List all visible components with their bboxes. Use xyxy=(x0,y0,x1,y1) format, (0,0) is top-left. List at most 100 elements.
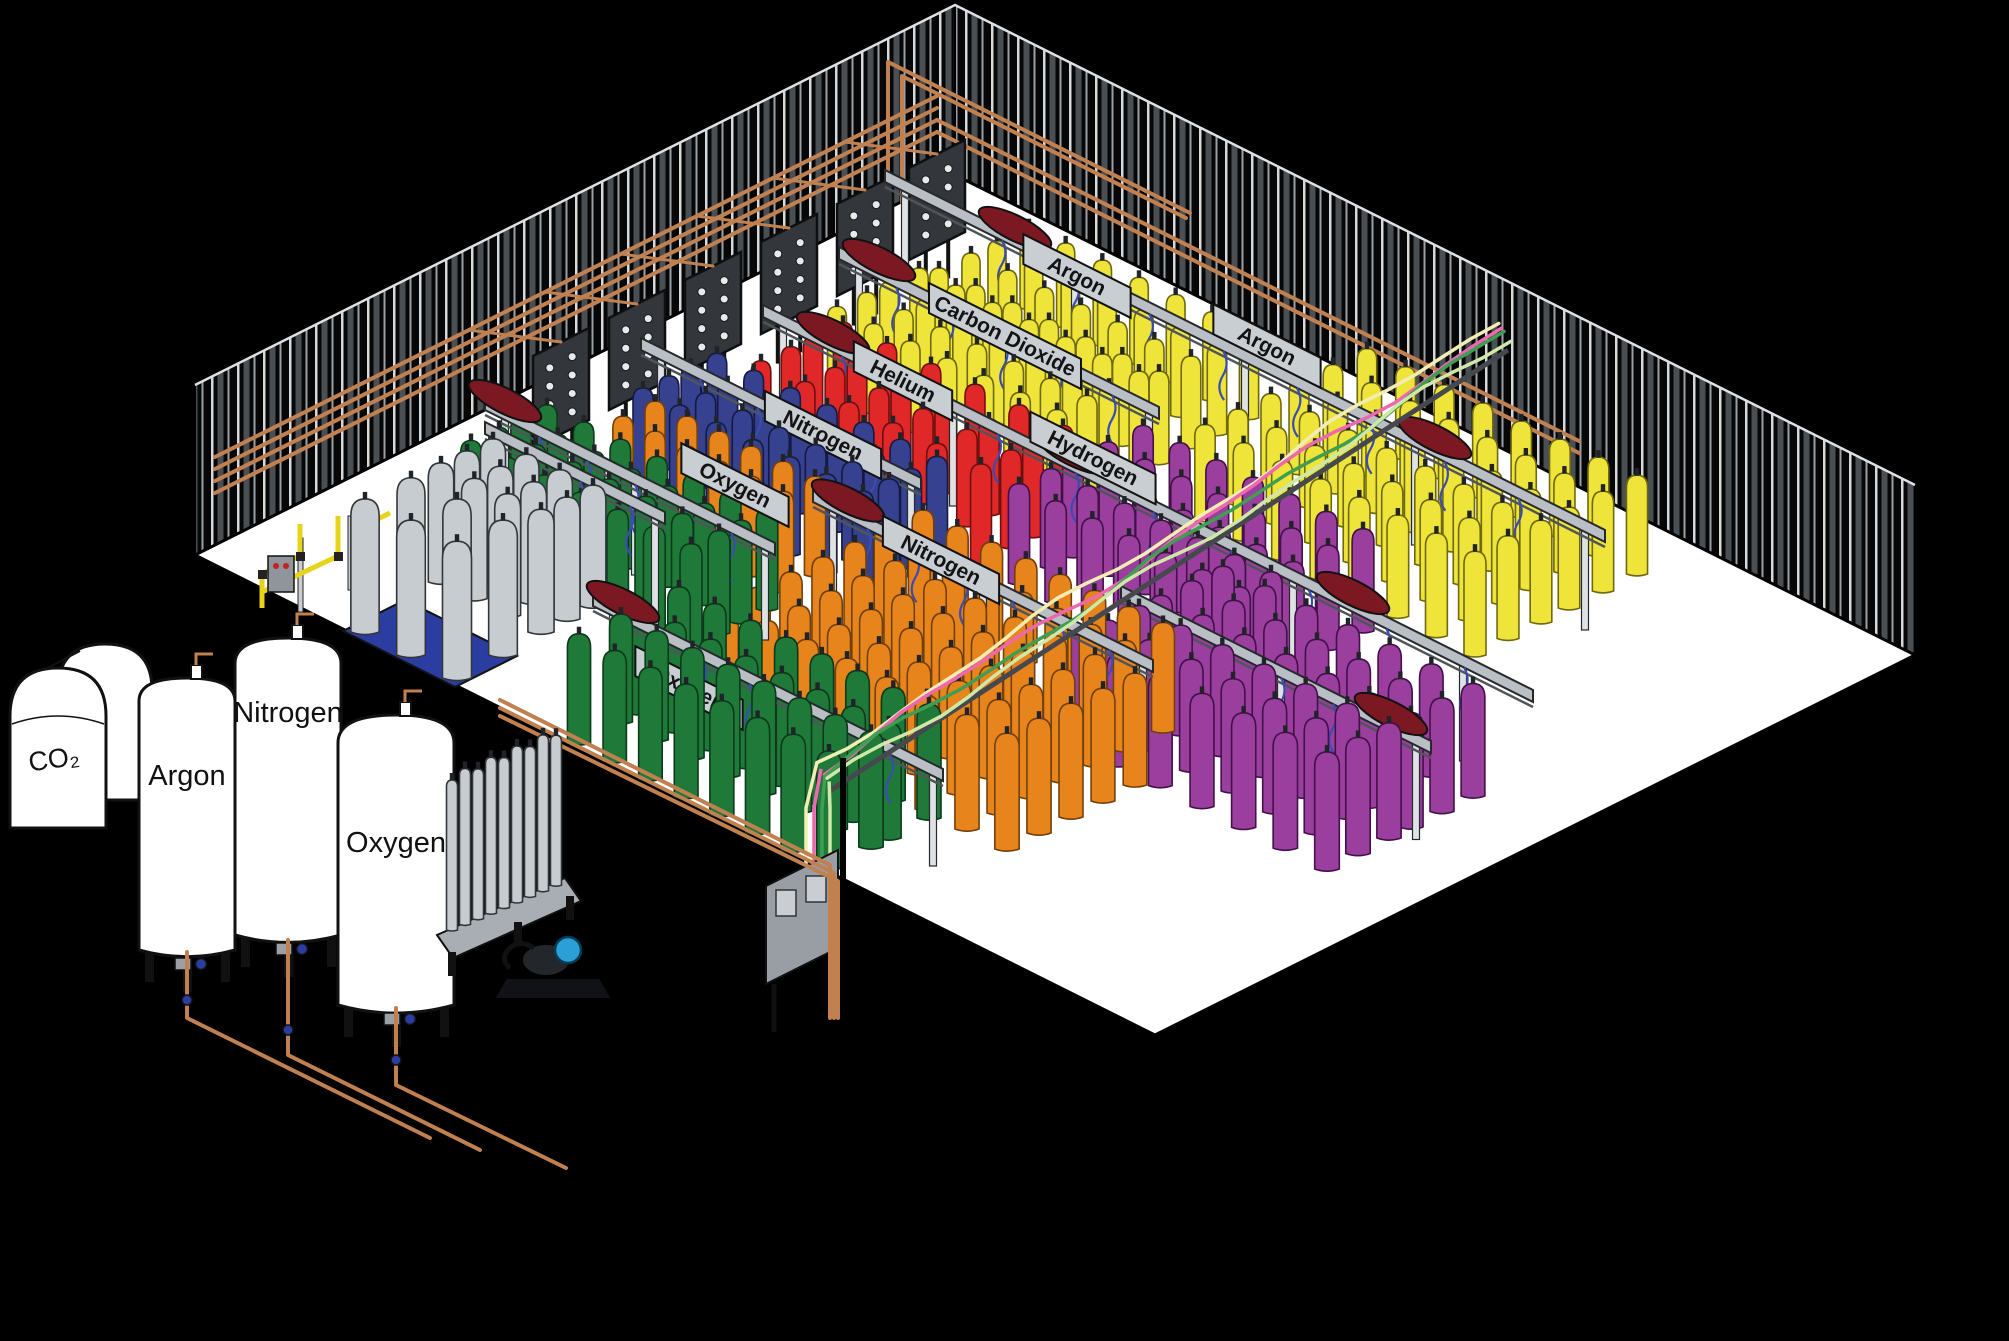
cylinder-valve xyxy=(643,489,648,497)
cylinder-valve xyxy=(1596,450,1601,458)
copper-header xyxy=(935,118,1581,443)
cylinder-valve xyxy=(606,471,612,480)
cylinder-valve xyxy=(1360,521,1366,530)
cylinder-valve xyxy=(1519,413,1524,422)
cylinder-valve xyxy=(1423,458,1428,467)
cylinder-valve xyxy=(1158,513,1164,521)
cylinder-valve xyxy=(802,374,808,382)
cylinder-valve xyxy=(1200,562,1205,571)
gas-cylinder xyxy=(566,632,592,746)
tank-leg xyxy=(327,937,336,967)
cylinder-valve xyxy=(544,397,550,406)
cylinder-valve xyxy=(868,602,874,610)
tank-valve xyxy=(295,942,309,956)
cylinder-valve xyxy=(1004,726,1010,734)
cylinder-valve xyxy=(871,316,876,325)
gas-cylinder xyxy=(487,519,519,659)
panel-indicator-light xyxy=(719,276,729,286)
cylinder-valve xyxy=(680,506,685,514)
station-sign xyxy=(680,441,790,529)
cylinder-valve xyxy=(1261,657,1267,665)
panel-indicator-light xyxy=(871,218,881,228)
gas-cylinder xyxy=(637,666,664,782)
cylinder-valve xyxy=(1345,617,1351,626)
tank-body-front xyxy=(8,666,108,830)
gas-cylinder xyxy=(1529,519,1553,625)
cylinder-valve xyxy=(618,607,624,615)
panel-indicator-light xyxy=(795,293,805,303)
cylinder-valve xyxy=(996,692,1002,700)
cylinder-valve xyxy=(498,459,503,467)
cylinder-valve xyxy=(1398,671,1403,679)
cylinder-valve xyxy=(892,553,898,562)
cylinder-valve xyxy=(570,454,575,463)
pipe-fitting xyxy=(296,552,305,561)
fill-hose xyxy=(884,753,895,804)
panel-indicator-light xyxy=(283,563,289,569)
cylinder-valve xyxy=(1439,690,1445,699)
cylinder-valve xyxy=(1199,686,1205,694)
cylinder-valve xyxy=(1158,588,1164,596)
cylinder-valve xyxy=(1140,418,1146,426)
cylinder-valve xyxy=(1136,270,1142,278)
cylinder-valve xyxy=(472,471,477,479)
copper-drop xyxy=(467,328,563,344)
gas-cylinder xyxy=(1344,736,1372,857)
cylinder-valve xyxy=(815,682,820,690)
copper-pipe xyxy=(295,612,314,625)
cylinder-valve xyxy=(860,568,866,577)
cylinder-valve xyxy=(820,549,826,558)
cylinder-valve xyxy=(1357,489,1362,498)
cylinder-valve xyxy=(978,456,984,465)
cylinder-valve xyxy=(886,471,892,480)
fill-hose xyxy=(1292,387,1302,438)
cylinder-valve xyxy=(968,245,974,254)
gas-cylinder xyxy=(527,508,555,636)
fill-hose xyxy=(1218,350,1228,401)
cylinder-valve xyxy=(454,491,460,500)
cylinder-valve xyxy=(666,368,672,377)
cylinder-valve xyxy=(1303,676,1308,685)
cylinder-valve xyxy=(1274,420,1279,428)
panel-indicator-light xyxy=(273,563,279,569)
cylinder-valve xyxy=(1429,656,1434,665)
panel-indicator-light xyxy=(621,325,631,335)
cylinder-valve xyxy=(1324,744,1330,753)
cylinder-valve xyxy=(1220,559,1226,567)
cylinder-valve xyxy=(468,433,474,442)
cylinder-valve xyxy=(1179,469,1184,477)
cylinder-valve xyxy=(1500,495,1505,503)
cylinder-valve xyxy=(640,380,646,389)
cylinder-valve xyxy=(1307,404,1312,413)
cylinder-valve xyxy=(776,420,782,428)
cylinder-valve xyxy=(851,699,856,707)
cylinder-valve xyxy=(684,439,690,447)
cylinder-valve xyxy=(1480,395,1485,404)
pump-base xyxy=(492,977,614,1000)
gas-cylinder xyxy=(1150,621,1176,734)
horizontal-vessel xyxy=(467,378,543,424)
copper-drop xyxy=(695,214,791,230)
gas-cylinder xyxy=(395,519,427,659)
cylinder-valve xyxy=(719,693,725,702)
cylinder-valve xyxy=(1268,386,1274,395)
cylinder-valve xyxy=(1220,637,1225,646)
cylinder-valve xyxy=(1023,551,1029,559)
tank-valve xyxy=(403,1012,417,1026)
cylinder-valve xyxy=(973,278,978,286)
cylinder-valve xyxy=(1100,346,1105,355)
cylinder-valve xyxy=(964,707,970,715)
cylinder-valve xyxy=(788,564,794,573)
cylinder-valve xyxy=(1290,554,1296,563)
cylinder-valve xyxy=(908,333,913,342)
cylinder-valve xyxy=(1289,520,1294,529)
panel-indicator-light xyxy=(697,287,707,297)
cylinder-valve xyxy=(1485,429,1490,438)
panel-indicator-light xyxy=(773,249,783,259)
panel-indicator-light xyxy=(921,212,931,222)
panel-indicator-light xyxy=(545,363,555,373)
cylinder-valve xyxy=(576,626,582,635)
cylinder-valve xyxy=(944,350,950,359)
cylinder-valve xyxy=(527,739,533,747)
